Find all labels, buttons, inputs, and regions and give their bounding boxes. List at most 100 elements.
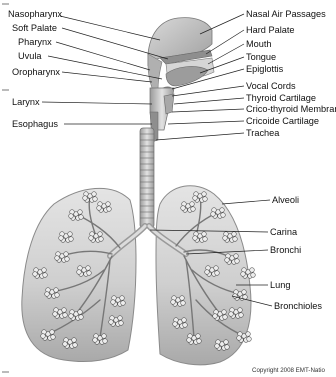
alveolus [73,343,78,348]
alveolus [233,237,238,242]
alveolus [222,310,227,315]
alveolus [54,288,59,293]
label-alveoli: Alveoli [272,195,299,205]
alveolus [182,318,187,323]
alveolus [247,337,252,342]
alveolus [223,236,228,241]
alveolus [221,213,226,218]
alveolus [59,236,64,241]
label-esophagus: Esophagus [12,119,58,129]
copyright-notice: Copyright 2008 EMT-Natio [252,367,325,374]
alveolus [78,210,83,215]
alveolus [92,192,97,197]
alveolus [99,237,104,242]
alveolus [50,330,55,335]
alveolus [193,196,198,201]
label-cricoide-cartilage: Cricoide Cartilage [246,116,319,126]
label-pharynx: Pharynx [18,37,52,47]
alveolus [45,292,50,297]
alveolus [64,252,69,257]
alveolus [121,301,126,306]
alveolus [69,214,74,219]
alveolus [63,313,68,318]
alveolus [234,254,239,259]
alveolus [202,232,207,237]
alveolus [205,270,210,275]
alveolus [251,273,256,278]
alveolus [79,215,84,220]
alveolus [173,322,178,327]
label-nasal-air-passages: Nasal Air Passages [246,9,326,19]
alveolus [203,237,208,242]
alveolus [242,290,247,295]
label-soft-palate: Soft Palate [12,23,57,33]
alveolus [215,271,220,276]
label-nasopharynx: Nasopharynx [8,9,63,19]
label-trachea: Trachea [246,128,280,138]
alveolus [180,296,185,301]
alveolus [106,202,111,207]
alveolus [103,339,108,344]
alveolus [191,207,196,212]
alveolus [250,268,255,273]
alveolus [187,338,192,343]
label-tongue: Tongue [246,52,276,62]
alveolus [65,257,70,262]
label-epiglottis: Epiglottis [246,64,284,74]
label-uvula: Uvula [18,51,42,61]
trachea-illustration [140,128,154,228]
alveolus [72,338,77,343]
alveolus [224,340,229,345]
alveolus [239,313,244,318]
alveolus [202,192,207,197]
alveolus [196,334,201,339]
alveolus [119,321,124,326]
alveolus [63,342,68,347]
alveolus [55,256,60,261]
alveolus [171,300,176,305]
label-bronchioles: Bronchioles [274,301,322,311]
label-carina: Carina [270,227,298,237]
alveolus [211,212,216,217]
alveolus [232,232,237,237]
alveolus [197,339,202,344]
alveolus [246,332,251,337]
alveolus [68,232,73,237]
label-thyroid-cartilage: Thyroid Cartilage [246,93,316,103]
label-vocal-cords: Vocal Cords [246,81,296,91]
alveolus [225,345,230,350]
alveolus [229,312,234,317]
alveolus [215,344,220,349]
alveolus [93,338,98,343]
alveolus [69,237,74,242]
alveolus [43,273,48,278]
alveolus [78,310,83,315]
label-lung: Lung [270,280,290,290]
right-labels: Nasal Air Passages Hard Palate Mouth Ton… [246,9,336,311]
alveolus [51,335,56,340]
frame-corner-marks [2,4,9,372]
thyroid-cartilage-shape [164,94,174,114]
alveolus [97,206,102,211]
label-hard-palate: Hard Palate [246,25,295,35]
alveolus [102,334,107,339]
alveolus [235,259,240,264]
alveolus [118,316,123,321]
alveolus [193,236,198,241]
alveolus [93,197,98,202]
alveolus [241,272,246,277]
alveolus [89,236,94,241]
alveolus [181,206,186,211]
alveolus [33,272,38,277]
alveolus [213,314,218,319]
pharynx-shape [148,54,162,90]
alveolus [87,271,92,276]
alveolus [42,268,47,273]
alveolus [98,232,103,237]
alveolus [62,308,67,313]
alveolus [83,196,88,201]
label-oropharynx: Oropharynx [12,67,60,77]
label-bronchi: Bronchi [270,245,301,255]
alveolus [220,208,225,213]
